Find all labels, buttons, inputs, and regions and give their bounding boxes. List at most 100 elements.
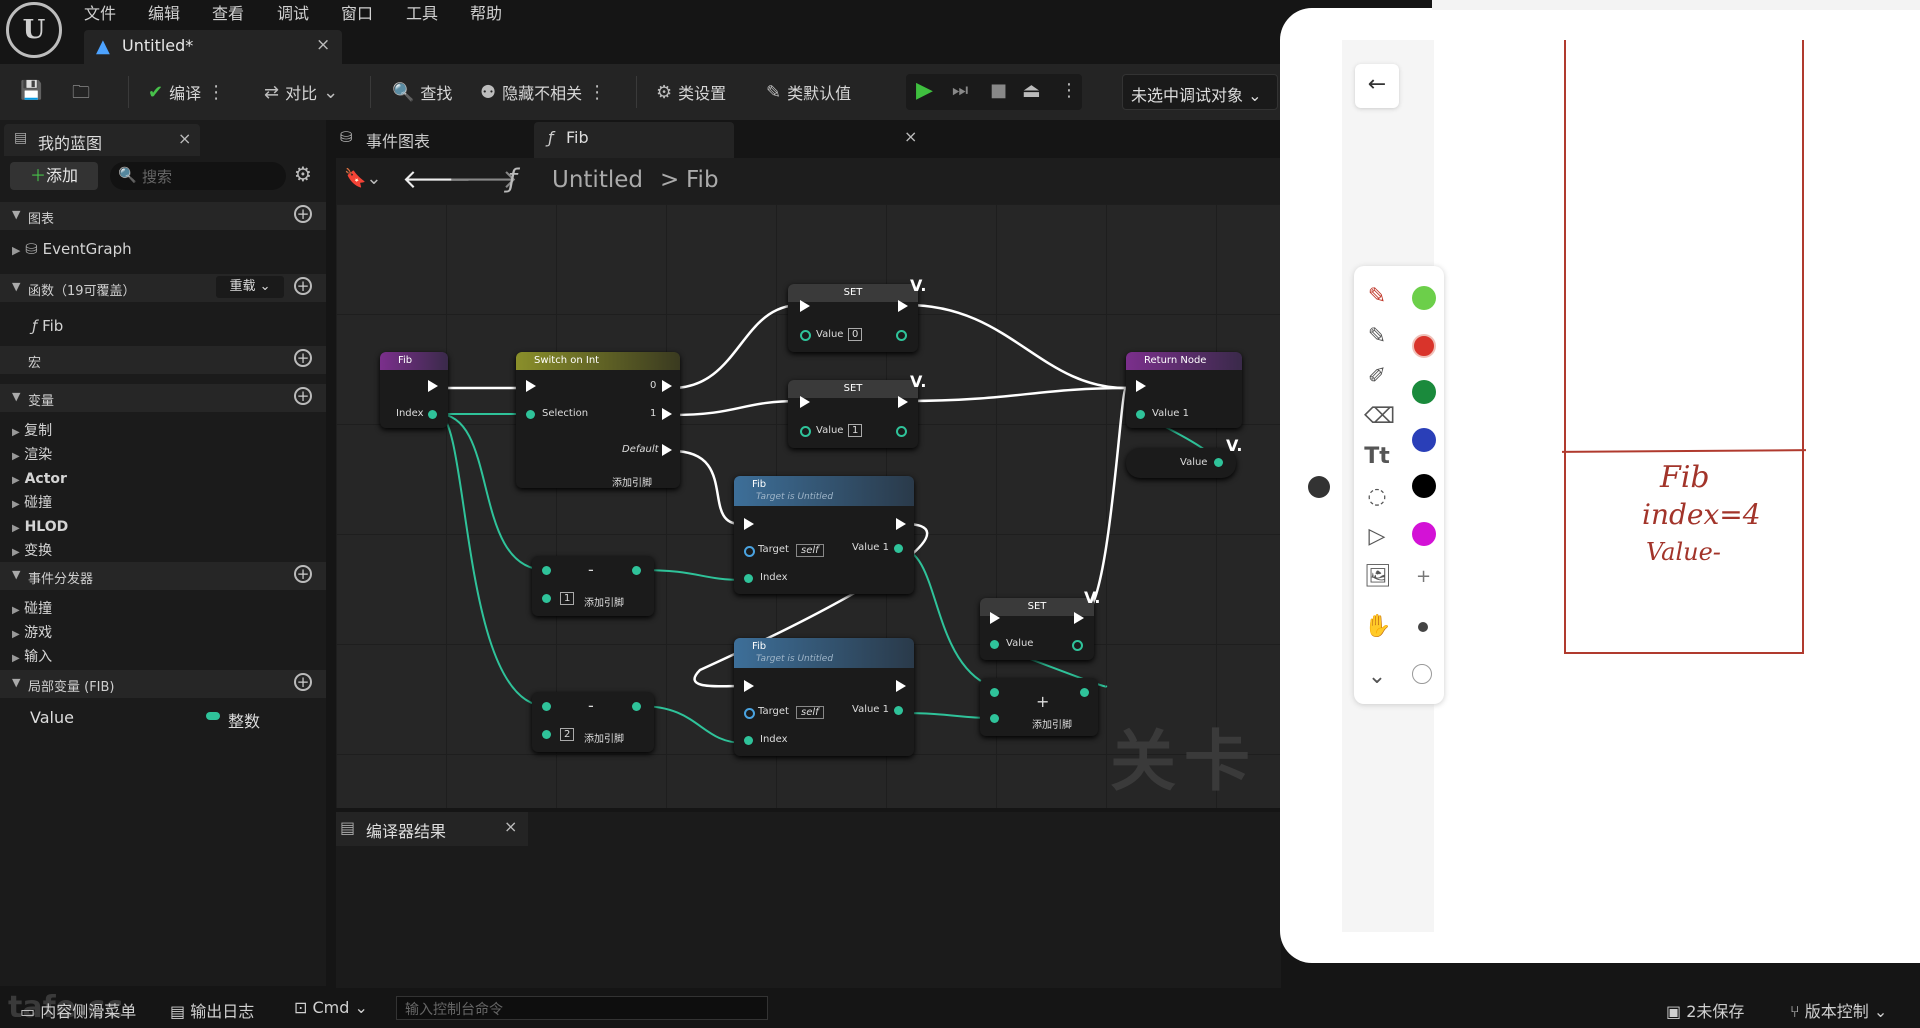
- variable-group[interactable]: ▶ 碰撞: [12, 495, 53, 511]
- color-swatch-magenta[interactable]: [1412, 522, 1436, 546]
- menu-view[interactable]: 查看: [212, 4, 245, 23]
- unsaved-button[interactable]: ▣ 2未保存: [1666, 998, 1744, 1022]
- index-in-pin[interactable]: [744, 574, 753, 583]
- add-graph-icon[interactable]: +: [294, 205, 312, 223]
- return-node[interactable]: Return Node Value 1: [1126, 352, 1242, 428]
- menu-debug[interactable]: 调试: [277, 4, 310, 23]
- target-pin[interactable]: [744, 546, 755, 557]
- exec-in-pin[interactable]: [526, 380, 536, 392]
- menu-help[interactable]: 帮助: [470, 4, 503, 23]
- add-pin-label[interactable]: 添加引脚: [584, 598, 624, 609]
- exec-in-pin[interactable]: [800, 300, 810, 312]
- compiler-results-tab[interactable]: ▤ 编译器结果 ×: [336, 812, 528, 846]
- close-tab-icon[interactable]: ×: [504, 817, 518, 836]
- a-in-pin[interactable]: [542, 566, 551, 575]
- b-in-pin[interactable]: [990, 714, 999, 723]
- close-tab-icon[interactable]: ×: [316, 35, 331, 55]
- stroke-size-small[interactable]: [1418, 622, 1428, 632]
- exec-in-pin[interactable]: [1136, 380, 1146, 392]
- back-button[interactable]: ←: [1355, 64, 1399, 108]
- bookmark-icon[interactable]: 🔖⌄: [344, 168, 382, 189]
- value-out-pin[interactable]: [1214, 458, 1223, 467]
- variable-group[interactable]: ▶ HLOD: [12, 519, 69, 535]
- override-dropdown[interactable]: 重载 ⌄: [216, 276, 284, 298]
- play-icon[interactable]: ▶: [916, 78, 933, 103]
- set-node-0[interactable]: SET Value 0 V.: [788, 276, 926, 352]
- exec-default-pin[interactable]: [662, 444, 672, 456]
- color-swatch-black[interactable]: [1412, 474, 1436, 498]
- more-icon[interactable]: ⋮: [1060, 80, 1078, 101]
- local-variables-category[interactable]: ▼局部变量 (FIB)+: [0, 670, 326, 698]
- variable-group[interactable]: ▶ Actor: [12, 471, 67, 487]
- save-button[interactable]: 💾: [20, 80, 42, 101]
- highlighter-icon[interactable]: ✐: [1367, 364, 1387, 389]
- value-in-pin[interactable]: [800, 330, 811, 341]
- image-icon[interactable]: 🖼: [1364, 564, 1392, 589]
- get-value-node[interactable]: Value V.: [1126, 436, 1242, 478]
- stroke-size-large[interactable]: [1412, 664, 1432, 684]
- tab-fib[interactable]: ƒ Fib ×: [534, 122, 917, 158]
- play-circle-icon[interactable]: ▷: [1368, 524, 1386, 549]
- menu-edit[interactable]: 编辑: [148, 4, 181, 23]
- variable-group[interactable]: ▶ 复制: [12, 423, 53, 439]
- add-dispatcher-icon[interactable]: +: [294, 565, 312, 583]
- color-swatch-red[interactable]: [1412, 334, 1436, 358]
- value-out-pin[interactable]: [896, 330, 907, 341]
- subtract-node-2[interactable]: - 2 添加引脚: [532, 692, 654, 752]
- back-arrow-icon[interactable]: 🡐: [402, 165, 472, 195]
- dispatcher-group[interactable]: ▶ 输入: [12, 649, 53, 665]
- add-variable-icon[interactable]: +: [294, 387, 312, 405]
- value-in-pin[interactable]: [990, 640, 999, 649]
- variable-group[interactable]: ▶ 变换: [12, 543, 53, 559]
- settings-gear-icon[interactable]: ⚙: [294, 162, 312, 186]
- value-out-pin[interactable]: [896, 426, 907, 437]
- exec-in-pin[interactable]: [800, 396, 810, 408]
- diff-button[interactable]: ⇄对比⌄: [264, 80, 338, 104]
- menu-window[interactable]: 窗口: [341, 4, 374, 23]
- class-defaults-button[interactable]: ✎类默认值: [766, 80, 851, 104]
- cmd-dropdown[interactable]: ⊡ Cmd ⌄: [294, 998, 368, 1017]
- pencil-icon[interactable]: ✎: [1367, 324, 1387, 349]
- forward-arrow-icon[interactable]: 🡒: [448, 165, 518, 195]
- hide-unrelated-button[interactable]: ⚉隐藏不相关⋮: [480, 80, 606, 104]
- value-in-pin[interactable]: [800, 426, 811, 437]
- browse-button[interactable]: 🗀: [72, 80, 90, 110]
- value1-in-pin[interactable]: [1136, 410, 1145, 419]
- add-pin-label[interactable]: 添加引脚: [612, 478, 652, 489]
- side-handle[interactable]: [1308, 476, 1330, 498]
- fib-call-node-b[interactable]: Fib Target is Untitled Target self Value…: [734, 638, 914, 756]
- compile-button[interactable]: ✔编译⋮: [148, 80, 225, 104]
- value1-out-pin[interactable]: [894, 706, 903, 715]
- debug-target-select[interactable]: 未选中调试对象 ⌄: [1122, 74, 1278, 110]
- add-color-icon[interactable]: +: [1416, 566, 1432, 587]
- result-out-pin[interactable]: [632, 702, 641, 711]
- close-panel-icon[interactable]: ×: [178, 129, 192, 148]
- value1-out-pin[interactable]: [894, 544, 903, 553]
- a-in-pin[interactable]: [990, 688, 999, 697]
- text-tool-icon[interactable]: Tt: [1364, 444, 1390, 469]
- exec-in-pin[interactable]: [990, 612, 1000, 624]
- exec-out-pin[interactable]: [896, 518, 906, 530]
- exec-out-pin[interactable]: [428, 380, 438, 392]
- variables-category[interactable]: ▼变量+: [0, 384, 326, 412]
- result-out-pin[interactable]: [632, 566, 641, 575]
- dispatchers-category[interactable]: ▼事件分发器+: [0, 562, 326, 590]
- step-icon[interactable]: ⏭: [952, 80, 969, 101]
- find-button[interactable]: 🔍查找: [392, 80, 452, 104]
- eraser-icon[interactable]: ⌫: [1364, 404, 1396, 429]
- menu-tools[interactable]: 工具: [406, 4, 439, 23]
- tab-event-graph[interactable]: ⛁ 事件图表: [336, 122, 526, 158]
- literal-input[interactable]: 1: [848, 424, 863, 437]
- add-macro-icon[interactable]: +: [294, 349, 312, 367]
- chevron-down-icon[interactable]: ⌄: [1367, 664, 1387, 689]
- exec-out-pin[interactable]: [1074, 612, 1084, 624]
- exec-out-1-pin[interactable]: [662, 408, 672, 420]
- breadcrumb-root[interactable]: Untitled: [552, 167, 643, 193]
- local-variable-row[interactable]: Value 整数: [0, 702, 326, 732]
- close-tab-icon[interactable]: ×: [904, 127, 918, 146]
- console-input[interactable]: 输入控制台命令: [396, 996, 768, 1020]
- dispatcher-group[interactable]: ▶ 碰撞: [12, 601, 53, 617]
- target-pin[interactable]: [744, 708, 755, 719]
- b-in-pin[interactable]: [542, 594, 551, 603]
- add-button[interactable]: ＋添加: [10, 162, 98, 190]
